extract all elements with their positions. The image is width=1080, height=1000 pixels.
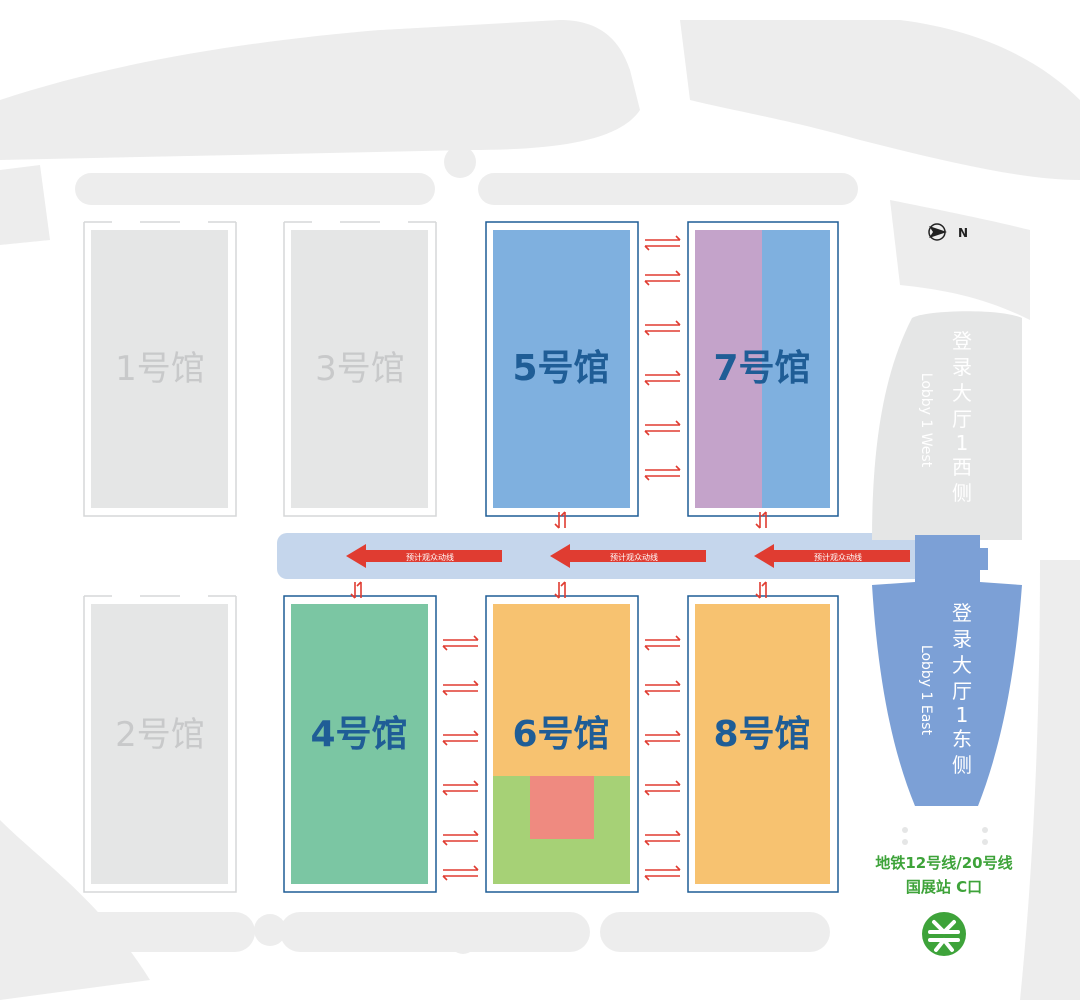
svg-text:1: 1 bbox=[956, 703, 969, 727]
route-label-1: 预计观众动线 bbox=[406, 552, 454, 562]
svg-text:录: 录 bbox=[952, 355, 972, 379]
hall-2[interactable] bbox=[91, 604, 228, 884]
route-label-3: 预计观众动线 bbox=[814, 552, 862, 562]
hall-label-8: 8号馆 bbox=[713, 714, 810, 755]
metro-dots bbox=[902, 827, 988, 845]
north-compass: N bbox=[928, 223, 968, 241]
hall-label-7: 7号馆 bbox=[713, 348, 810, 389]
hall-frame-gray bbox=[83, 221, 437, 893]
north-arrow-icon bbox=[929, 226, 947, 238]
lobby-west-en: Lobby 1 West bbox=[918, 373, 934, 468]
svg-text:大: 大 bbox=[952, 381, 972, 405]
hall-6[interactable] bbox=[493, 604, 630, 884]
lobby-1-west[interactable] bbox=[872, 311, 1022, 540]
svg-text:厅: 厅 bbox=[952, 679, 972, 703]
hall-4[interactable] bbox=[291, 604, 428, 884]
route-arrow-1 bbox=[346, 544, 502, 568]
svg-text:侧: 侧 bbox=[952, 753, 972, 777]
hall-8[interactable] bbox=[695, 604, 830, 884]
route-arrow-2 bbox=[550, 544, 706, 568]
hall-label-2: 2号馆 bbox=[115, 715, 205, 755]
metro-station-text: 国展站 C口 bbox=[906, 878, 982, 896]
hall-label-5: 5号馆 bbox=[512, 348, 609, 389]
hall-label-6: 6号馆 bbox=[512, 714, 609, 755]
svg-text:录: 录 bbox=[952, 627, 972, 651]
lobby-east-en: Lobby 1 East bbox=[918, 645, 934, 736]
svg-text:厅: 厅 bbox=[952, 407, 972, 431]
lobby-east-label: 登 录 大 厅 1 东 侧 bbox=[952, 601, 972, 777]
svg-text:1: 1 bbox=[956, 431, 969, 455]
svg-text:登: 登 bbox=[952, 329, 972, 353]
svg-text:东: 东 bbox=[952, 727, 972, 751]
metro-line-text: 地铁12号线/20号线 bbox=[875, 854, 1012, 872]
svg-text:大: 大 bbox=[952, 653, 972, 677]
lobby-1-east[interactable] bbox=[872, 535, 1022, 806]
hall-1[interactable] bbox=[91, 230, 228, 508]
hall-3[interactable] bbox=[291, 230, 428, 508]
svg-text:侧: 侧 bbox=[952, 481, 972, 505]
route-label-2: 预计观众动线 bbox=[610, 552, 658, 562]
hall-label-4: 4号馆 bbox=[310, 714, 407, 755]
hall-frame-blue bbox=[283, 221, 839, 893]
metro-icon bbox=[922, 912, 966, 956]
inter-hall-arrows bbox=[350, 235, 767, 881]
north-label: N bbox=[958, 226, 968, 240]
hall-7[interactable] bbox=[695, 230, 830, 508]
hall-label-3: 3号馆 bbox=[315, 349, 405, 389]
visitor-route-arrows bbox=[346, 544, 910, 568]
hall-5[interactable] bbox=[493, 230, 630, 508]
svg-text:登: 登 bbox=[952, 601, 972, 625]
svg-text:西: 西 bbox=[952, 455, 972, 479]
route-arrow-3 bbox=[754, 544, 910, 568]
background-surroundings bbox=[0, 20, 1080, 1000]
hall-label-1: 1号馆 bbox=[115, 349, 205, 389]
lobby-west-label: 登 录 大 厅 1 西 侧 bbox=[952, 329, 972, 505]
